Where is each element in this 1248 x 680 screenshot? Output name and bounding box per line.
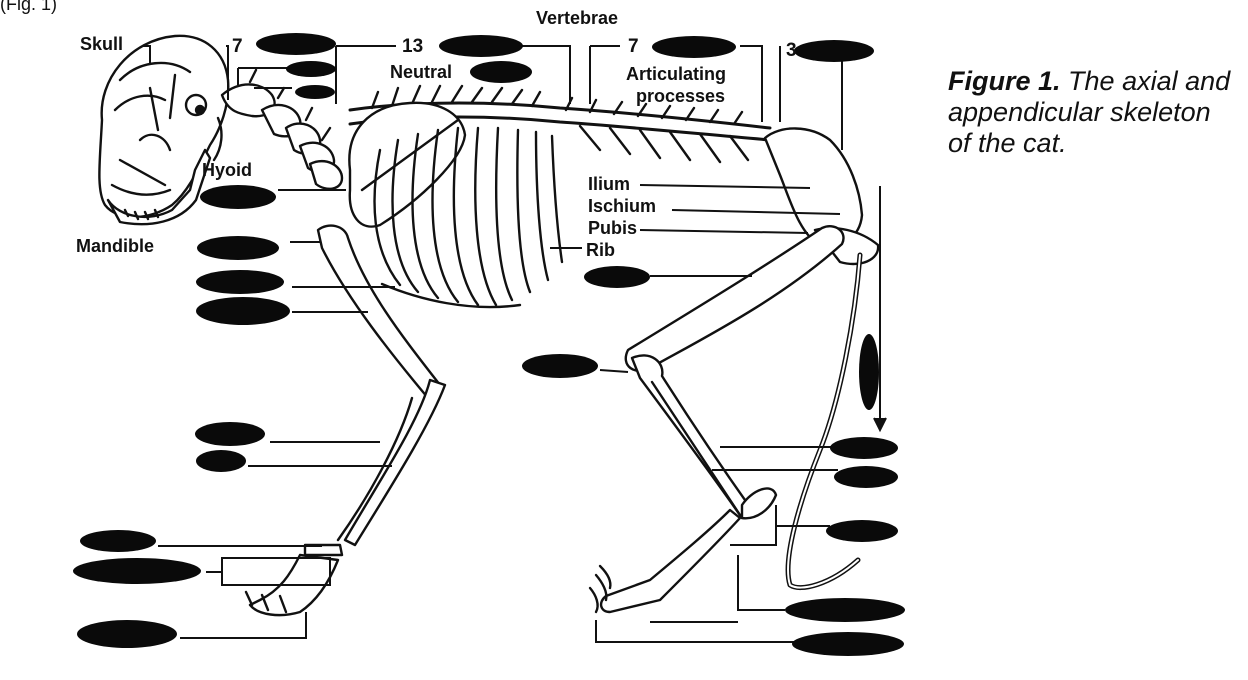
figure-number: Figure 1. [948, 66, 1061, 96]
sacral-bracket [779, 46, 843, 150]
label-ischium: Ischium [588, 196, 656, 216]
brackets-and-leaders [142, 45, 887, 643]
redaction-mark [200, 185, 276, 209]
label-count-thoracic: 13 [402, 36, 423, 57]
hindlimb [588, 225, 845, 614]
label-mandible: Mandible [76, 236, 154, 256]
tail-arrow-head [873, 417, 887, 433]
redaction-mark [834, 466, 898, 488]
figure-caption: Figure 1. The axial and appendicular ske… [948, 66, 1238, 159]
redaction-mark [826, 520, 898, 542]
redaction-mark [256, 33, 336, 55]
label-skull: Skull [80, 34, 123, 54]
figure-caption-text: The axial and appendicular skeleton of t… [948, 66, 1231, 158]
label-hyoid: Hyoid [202, 160, 252, 180]
label-count-sacral: 3 [786, 40, 797, 61]
redaction-mark [785, 598, 905, 622]
mandible-bone [106, 148, 212, 226]
redaction-mark [792, 632, 904, 656]
redaction-mark [77, 620, 177, 648]
label-count-lumbar: 7 [628, 36, 639, 57]
label-ilium: Ilium [588, 174, 630, 194]
hyoid-bone [212, 116, 223, 162]
redaction-mark [522, 354, 598, 378]
label-processes: processes [636, 86, 725, 106]
cervical-bracket [226, 45, 229, 100]
redaction-mark [196, 450, 246, 472]
redaction-mark [584, 266, 650, 288]
skeleton-drawing [98, 34, 880, 617]
leader-pubis [639, 229, 809, 234]
scapula-bone [348, 101, 467, 228]
redactions [73, 33, 905, 656]
lumbar-bracket [589, 45, 763, 122]
label-vertebrae: Vertebrae [536, 8, 618, 28]
redaction-mark [794, 40, 874, 62]
skull-bracket [142, 45, 151, 64]
thoracic-bracket [335, 45, 571, 104]
label-rib: Rib [586, 240, 615, 260]
redaction-mark [859, 334, 879, 410]
cervical-vertebrae [220, 68, 344, 190]
redaction-mark [295, 85, 335, 99]
forelimb [244, 224, 447, 617]
redaction-mark [470, 61, 532, 83]
ribcage [373, 126, 564, 309]
redaction-mark [286, 61, 336, 77]
leader-ilium [639, 184, 811, 189]
label-pubis: Pubis [588, 218, 637, 238]
label-articulating: Articulating [626, 64, 726, 84]
redaction-mark [196, 270, 284, 294]
redaction-mark [197, 236, 279, 260]
corner-text: (Fig. 1) [0, 0, 58, 14]
redaction-mark [652, 36, 736, 58]
redaction-mark [195, 422, 265, 446]
label-neutral: Neutral [390, 62, 452, 82]
leader-ischium [671, 209, 841, 215]
redaction-mark [80, 530, 156, 552]
redaction-mark [439, 35, 523, 57]
redaction-mark [830, 437, 898, 459]
label-count-cervical: 7 [232, 36, 243, 57]
redaction-mark [73, 558, 201, 584]
spine [348, 84, 772, 164]
redaction-mark [196, 297, 290, 325]
